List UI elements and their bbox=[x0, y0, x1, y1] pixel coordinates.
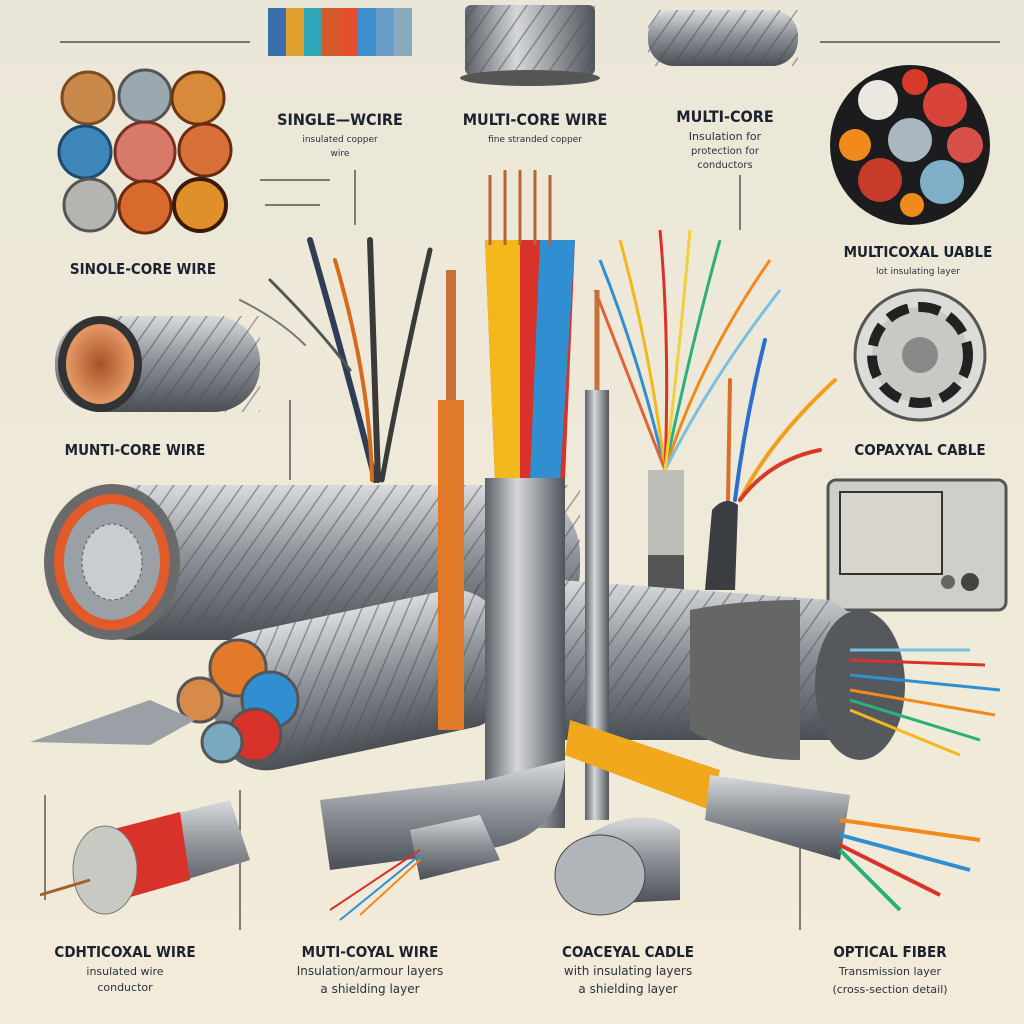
svg-text:with insulating layers: with insulating layers bbox=[564, 964, 692, 978]
svg-text:a shielding layer: a shielding layer bbox=[320, 982, 419, 996]
svg-text:SINGLE—WCIRE: SINGLE—WCIRE bbox=[277, 110, 403, 129]
steel-cable-segment-icon bbox=[648, 10, 798, 66]
svg-text:Insulation/armour layers: Insulation/armour layers bbox=[297, 964, 444, 978]
television-icon bbox=[826, 478, 1008, 612]
svg-text:Insulation for: Insulation for bbox=[689, 130, 762, 143]
label-top-multi-core: MULTI-CORE Insulation for protection for… bbox=[676, 107, 773, 171]
fiber-bundle bbox=[593, 229, 782, 590]
svg-text:protection for: protection for bbox=[691, 146, 760, 157]
label-multicoxal-cable: MULTICOXAL UABLE lot insulating layer bbox=[844, 243, 993, 277]
label-coaxial-cable: COPAXYAL CABLE bbox=[854, 441, 985, 459]
coaxial-reel bbox=[853, 288, 987, 422]
label-bottom-1: MUTI-COYAL WIRE Insulation/armour layers… bbox=[297, 943, 444, 996]
svg-text:insulated copper: insulated copper bbox=[302, 135, 378, 145]
label-bottom-2: COACEYAL CADLE with insulating layers a … bbox=[562, 943, 694, 996]
label-single-core-wire: SINOLE-CORE WIRE bbox=[70, 260, 216, 278]
wire-spool-icon bbox=[460, 5, 600, 86]
svg-text:a shielding layer: a shielding layer bbox=[578, 982, 677, 996]
svg-text:insulated wire: insulated wire bbox=[86, 965, 163, 978]
multi-core-wire-short bbox=[55, 316, 260, 412]
leader-lines bbox=[44, 41, 1000, 930]
label-bottom-3: OPTICAL FIBER Transmission layer (cross-… bbox=[832, 943, 947, 996]
svg-text:OPTICAL FIBER: OPTICAL FIBER bbox=[833, 943, 947, 961]
svg-text:MULTI-CORE: MULTI-CORE bbox=[676, 107, 773, 126]
svg-text:Transmission layer: Transmission layer bbox=[838, 965, 942, 978]
label-multi-core-wire: MUNTI-CORE WIRE bbox=[65, 441, 206, 459]
svg-text:conductors: conductors bbox=[697, 160, 753, 171]
svg-text:(cross-section detail): (cross-section detail) bbox=[832, 983, 947, 996]
coaxial-wire-cutaway bbox=[39, 800, 250, 915]
thin-wires bbox=[239, 237, 837, 502]
label-top-single-wire: SINGLE—WCIRE insulated copper wire bbox=[277, 110, 403, 159]
multicore-cross-section bbox=[830, 65, 990, 225]
central-cables bbox=[320, 170, 981, 921]
svg-text:lot insulating layer: lot insulating layer bbox=[876, 267, 960, 277]
right-armored-cable bbox=[560, 580, 1001, 760]
wire-bundle-colored-icon bbox=[268, 8, 412, 56]
svg-text:MUTI-COYAL WIRE: MUTI-COYAL WIRE bbox=[302, 943, 439, 961]
svg-text:wire: wire bbox=[331, 149, 350, 159]
svg-text:MULTI-CORE WIRE: MULTI-CORE WIRE bbox=[463, 110, 608, 129]
wire-coils-grid bbox=[57, 68, 233, 235]
svg-text:COACEYAL CADLE: COACEYAL CADLE bbox=[562, 943, 694, 961]
label-bottom-0: CDHTICOXAL WIRE insulated wire conductor bbox=[54, 943, 195, 994]
svg-text:conductor: conductor bbox=[97, 981, 153, 994]
svg-text:fine stranded copper: fine stranded copper bbox=[488, 135, 582, 145]
small-black-cable bbox=[705, 501, 738, 590]
svg-text:MULTICOXAL UABLE: MULTICOXAL UABLE bbox=[844, 243, 993, 261]
svg-text:CDHTICOXAL WIRE: CDHTICOXAL WIRE bbox=[54, 943, 195, 961]
label-top-multi-core-wire: MULTI-CORE WIRE fine stranded copper bbox=[463, 110, 608, 145]
